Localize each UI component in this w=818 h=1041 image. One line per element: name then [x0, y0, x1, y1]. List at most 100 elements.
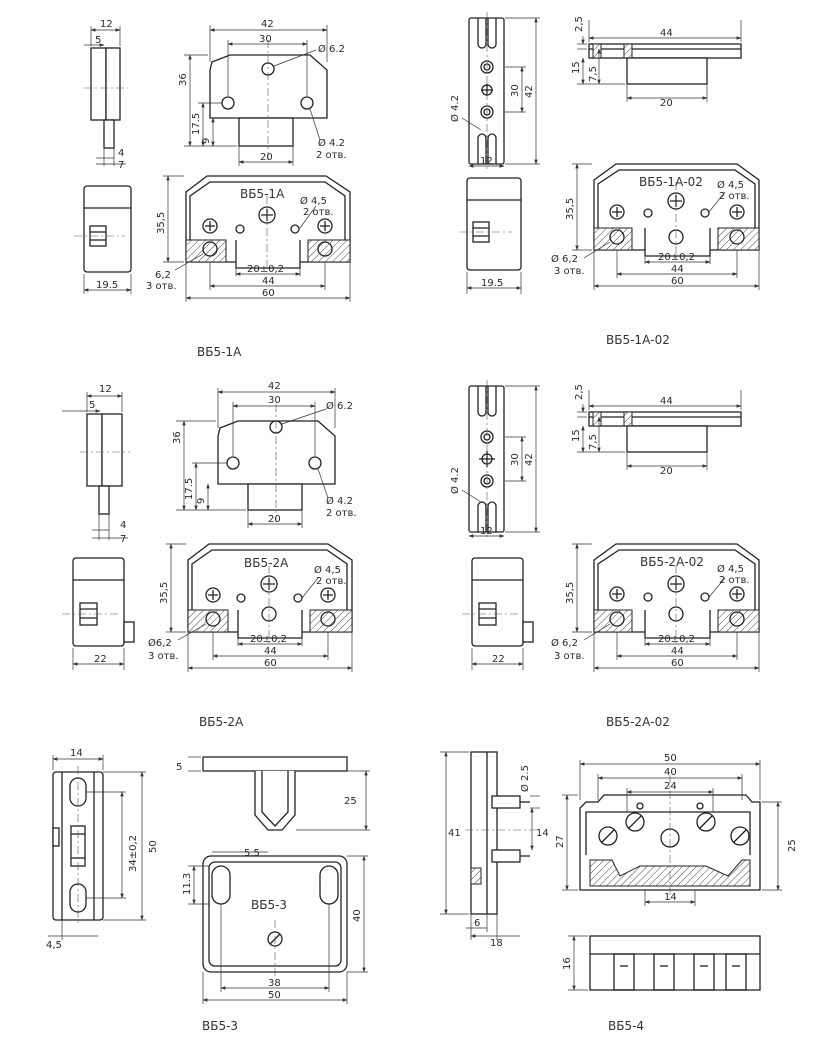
caption-vb5-3: ВБ5-3 — [202, 1019, 238, 1033]
dim-38: 38 — [268, 978, 281, 989]
dim-42: 42 — [261, 19, 274, 30]
dim-dia-4-2: Ø 4.2 — [449, 467, 461, 494]
dim-42: 42 — [524, 453, 535, 466]
dim-4: 4 — [118, 148, 124, 159]
dim-35-5: 35,5 — [156, 212, 167, 234]
dim-44: 44 — [671, 646, 684, 657]
dim-36: 36 — [178, 73, 189, 86]
panel-vb5-1a-02: Ø 4.2 30 42 12 2,5 44 15 7,5 20 — [449, 12, 760, 347]
dim-20: 20 — [268, 514, 281, 525]
dim-4: 4 — [120, 520, 126, 531]
dim-44: 44 — [262, 276, 275, 287]
dim-60: 60 — [671, 276, 684, 287]
note-3-holes: 3 отв. — [554, 651, 585, 662]
dim-dia-6-2: Ø 6.2 — [318, 43, 345, 55]
dim-dia-2-5: Ø 2.5 — [519, 765, 531, 792]
vb5-2a-02-side-view: Ø 4.2 30 42 12 — [449, 380, 540, 540]
dim-12: 12 — [480, 526, 493, 537]
front-label: ВБ5-2А — [244, 556, 289, 570]
dim-20-tol: 20±0,2 — [658, 252, 695, 263]
dim-34-tol: 34±0,2 — [128, 835, 139, 872]
panel-vb5-1a: 12 5 4 7 42 30 Ø — [74, 19, 351, 359]
vb5-2a-front-view: ВБ5-2А Ø 4,5 2 отв. 35,5 Ø6,2 3 отв. 20±… — [148, 543, 353, 672]
vb5-1a-02-top-view: 2,5 44 15 7,5 20 — [571, 16, 742, 109]
note-2-holes: 2 отв. — [303, 207, 334, 218]
panel-vb5-2a-02: Ø 4.2 30 42 12 2,5 44 15 7,5 20 — [449, 380, 760, 729]
note-2-holes: 2 отв. — [316, 576, 347, 587]
dim-30: 30 — [268, 395, 281, 406]
dim-12: 12 — [100, 19, 113, 30]
dim-2-5: 2,5 — [574, 16, 585, 32]
caption-vb5-1a-02: ВБ5-1А-02 — [606, 333, 670, 347]
note-2-holes: 2 отв. — [719, 575, 750, 586]
vb5-2a-end-view: 22 — [62, 557, 135, 670]
dim-dia-6-2: Ø6,2 — [148, 637, 172, 649]
dim-50: 50 — [268, 990, 281, 1001]
dim-7-5: 7,5 — [588, 66, 599, 82]
dim-dia-4-2: Ø 4.2 — [326, 495, 353, 507]
dim-dia-6-2: Ø 6,2 — [551, 637, 578, 649]
dim-20: 20 — [260, 152, 273, 163]
dim-35-5: 35,5 — [159, 582, 170, 604]
dim-dia-6-2: Ø 6.2 — [326, 400, 353, 412]
dim-14: 14 — [536, 828, 549, 839]
vb5-3-body-view: 5 25 5.5 11.3 40 ВБ5-3 38 50 — [176, 756, 370, 1004]
dim-dia-4-2: Ø 4.2 — [318, 137, 345, 149]
note-2-holes: 2 отв. — [719, 191, 750, 202]
dim-12: 12 — [480, 156, 493, 167]
vb5-2a-02-end-view: 22 — [462, 557, 534, 670]
dim-17-5: 17.5 — [184, 478, 195, 500]
note-2-holes: 2 отв. — [326, 508, 357, 519]
dim-44: 44 — [264, 646, 277, 657]
dim-40: 40 — [664, 767, 677, 778]
dim-19-5: 19.5 — [96, 280, 118, 291]
dim-dia-4-2: Ø 4.2 — [449, 95, 461, 122]
dim-18: 18 — [490, 938, 503, 949]
dim-50: 50 — [664, 753, 677, 764]
vb5-4-side-view: Ø 2.5 41 14 6 18 — [440, 751, 549, 949]
vb5-2a-side-view: 12 5 4 7 — [62, 384, 130, 545]
dim-6: 6 — [474, 918, 480, 929]
dim-9: 9 — [201, 138, 212, 144]
note-3-holes: 3 отв. — [146, 281, 177, 292]
dim-22: 22 — [94, 654, 107, 665]
dim-15: 15 — [571, 429, 582, 442]
dim-dia-4-5: Ø 4,5 — [717, 563, 744, 575]
dim-4-5: 4,5 — [46, 940, 62, 951]
front-label: ВБ5-1А — [240, 187, 285, 201]
dim-dia-4-5: Ø 4,5 — [300, 195, 327, 207]
dim-20-tol: 20±0,2 — [247, 264, 284, 275]
dim-60: 60 — [671, 658, 684, 669]
note-3-holes: 3 отв. — [148, 651, 179, 662]
panel-vb5-4: Ø 2.5 41 14 6 18 — [440, 751, 798, 1033]
dim-5: 5 — [95, 35, 101, 46]
dim-19-5: 19.5 — [481, 278, 503, 289]
vb5-2a-top-view: 42 30 Ø 6.2 36 17.5 9 20 Ø 4.2 2 отв. — [172, 381, 357, 528]
dim-17-5: 17.5 — [191, 113, 202, 135]
dim-7: 7 — [118, 160, 124, 171]
dim-dia-4-5: Ø 4,5 — [717, 179, 744, 191]
dim-25: 25 — [787, 839, 798, 852]
dim-12: 12 — [99, 384, 112, 395]
dim-40: 40 — [352, 909, 363, 922]
dim-30: 30 — [510, 84, 521, 97]
dim-60: 60 — [262, 288, 275, 299]
dim-44: 44 — [671, 264, 684, 275]
front-label: ВБ5-1А-02 — [639, 175, 703, 189]
front-label: ВБ5-2А-02 — [640, 555, 704, 569]
dim-6-2: 6,2 — [155, 270, 171, 281]
note-3-holes: 3 отв. — [554, 266, 585, 277]
dim-35-5: 35,5 — [565, 582, 576, 604]
dim-22: 22 — [492, 654, 505, 665]
dim-50: 50 — [148, 840, 159, 853]
dim-30: 30 — [259, 34, 272, 45]
dim-14: 14 — [70, 748, 83, 759]
vb5-2a-02-front-view: ВБ5-2А-02 Ø 4,5 2 отв. 35,5 Ø 6,2 3 отв.… — [551, 543, 760, 672]
vb5-1a-02-end-view: 19.5 — [460, 177, 522, 294]
dim-7-5: 7,5 — [588, 434, 599, 450]
dim-44: 44 — [660, 396, 673, 407]
vb5-1a-02-front-view: ВБ5-1А-02 Ø 4,5 2 отв. 35,5 Ø 6,2 3 отв.… — [551, 163, 760, 290]
vb5-4-bottom-view: 16 — [562, 935, 761, 991]
dim-14: 14 — [664, 892, 677, 903]
vb5-1a-end-view: 19.5 — [74, 185, 132, 294]
